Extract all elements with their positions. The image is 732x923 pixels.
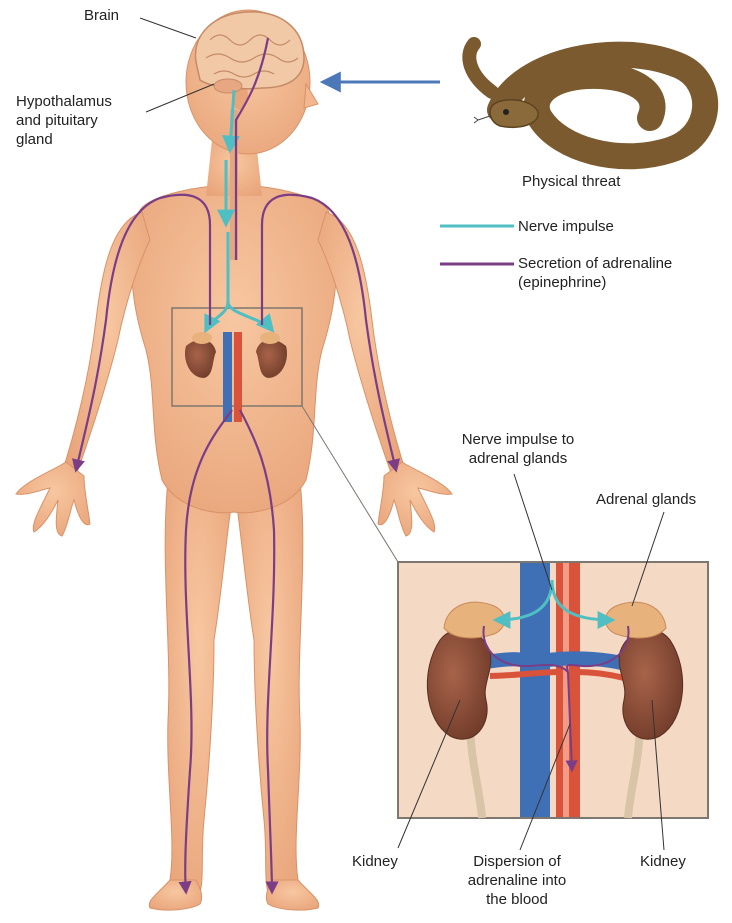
legend-adrenaline-label: Secretion of adrenaline (epinephrine): [518, 254, 672, 292]
legend-adrenaline-line2: (epinephrine): [518, 273, 672, 292]
label-kidney-right: Kidney: [640, 852, 686, 871]
left-foot: [149, 880, 201, 910]
nose: [304, 84, 318, 108]
label-nerve-to-adrenal: Nerve impulse to adrenal glands: [448, 430, 588, 468]
left-arm: [64, 212, 150, 474]
legend-adrenaline-line1: Secretion of adrenaline: [518, 254, 672, 273]
label-dispersion-line1: Dispersion of: [452, 852, 582, 871]
right-hand: [378, 462, 452, 536]
hypothalamus-shape: [214, 79, 242, 93]
label-hypothalamus-line1: Hypothalamus: [16, 92, 112, 111]
label-hypothalamus-line2: and pituitary: [16, 111, 112, 130]
zoom-kidney-right: [619, 630, 682, 740]
zoom-kidney-left: [427, 630, 490, 740]
label-hypothalamus-line3: gland: [16, 130, 112, 149]
label-nerve-to-adrenal-line2: adrenal glands: [448, 449, 588, 468]
label-dispersion-line3: the blood: [452, 890, 582, 909]
leader-brain: [140, 18, 196, 38]
snake-tail: [469, 44, 492, 92]
right-foot: [266, 880, 318, 910]
body-artery: [234, 332, 242, 422]
label-dispersion: Dispersion of adrenaline into the blood: [452, 852, 582, 909]
body-vein: [223, 332, 232, 422]
label-dispersion-line2: adrenaline into: [452, 871, 582, 890]
snake-head: [490, 100, 538, 127]
zoom-inset: [398, 562, 708, 818]
left-leg: [165, 480, 232, 899]
legend-nerve-label: Nerve impulse: [518, 217, 614, 236]
label-hypothalamus: Hypothalamus and pituitary gland: [16, 92, 112, 149]
snake-tongue: [474, 116, 490, 123]
brain-shape: [196, 12, 304, 89]
label-nerve-to-adrenal-line1: Nerve impulse to: [448, 430, 588, 449]
inset-connector-bottom: [302, 406, 398, 818]
label-adrenal-glands: Adrenal glands: [596, 490, 696, 509]
body-gland-right: [260, 332, 280, 344]
label-physical-threat: Physical threat: [522, 172, 620, 191]
left-hand: [16, 462, 90, 536]
snake-threat: [469, 44, 705, 156]
label-kidney-left: Kidney: [352, 852, 398, 871]
right-arm: [318, 212, 404, 474]
label-brain: Brain: [84, 6, 119, 25]
body-gland-left: [192, 332, 212, 344]
snake-eye: [503, 109, 509, 115]
